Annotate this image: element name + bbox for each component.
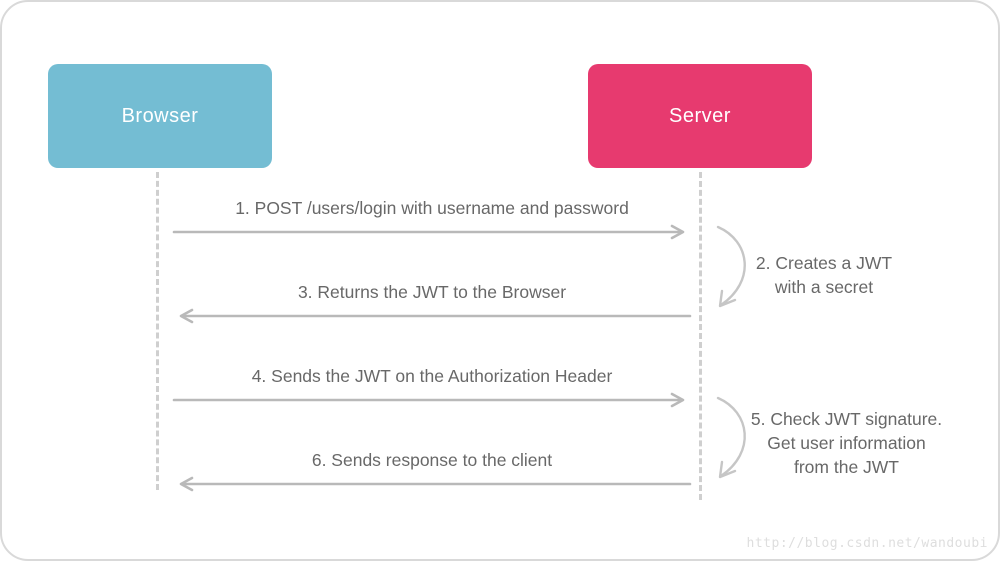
self-action-5-line-2: Get user information — [767, 433, 926, 453]
self-loop-arrow-icon — [716, 225, 746, 308]
left-arrow-icon — [179, 308, 692, 324]
self-action-5-line-3: from the JWT — [793, 457, 899, 477]
self-action-2-line-2: with a secret — [774, 277, 874, 297]
server-lifeline — [699, 172, 702, 500]
self-loop-arrow-icon — [716, 396, 746, 479]
browser-lifeline — [156, 172, 159, 490]
self-action-2-note: 2. Creates a JWT with a secret — [744, 251, 904, 299]
message-step-6: 6. Sends response to the client — [172, 449, 692, 492]
right-arrow-icon — [172, 392, 685, 408]
message-step-3: 3. Returns the JWT to the Browser — [172, 281, 692, 324]
right-arrow-icon — [172, 224, 685, 240]
browser-actor-box: Browser — [48, 64, 272, 168]
message-step-1-label: 1. POST /users/login with username and p… — [235, 198, 629, 218]
message-step-1: 1. POST /users/login with username and p… — [172, 197, 692, 240]
message-step-6-label: 6. Sends response to the client — [311, 450, 553, 470]
server-actor-box: Server — [588, 64, 812, 168]
left-arrow-icon — [179, 476, 692, 492]
self-action-2-line-1: 2. Creates a JWT — [755, 253, 893, 273]
self-action-5-line-1: 5. Check JWT signature. — [750, 409, 943, 429]
message-step-3-label: 3. Returns the JWT to the Browser — [297, 282, 567, 302]
browser-actor-label: Browser — [121, 104, 199, 127]
message-step-4-label: 4. Sends the JWT on the Authorization He… — [251, 366, 613, 386]
watermark-url: http://blog.csdn.net/wandoubi — [746, 536, 988, 551]
server-actor-label: Server — [669, 104, 731, 127]
message-step-4: 4. Sends the JWT on the Authorization He… — [172, 365, 692, 408]
self-action-5-note: 5. Check JWT signature. Get user informa… — [744, 407, 949, 479]
